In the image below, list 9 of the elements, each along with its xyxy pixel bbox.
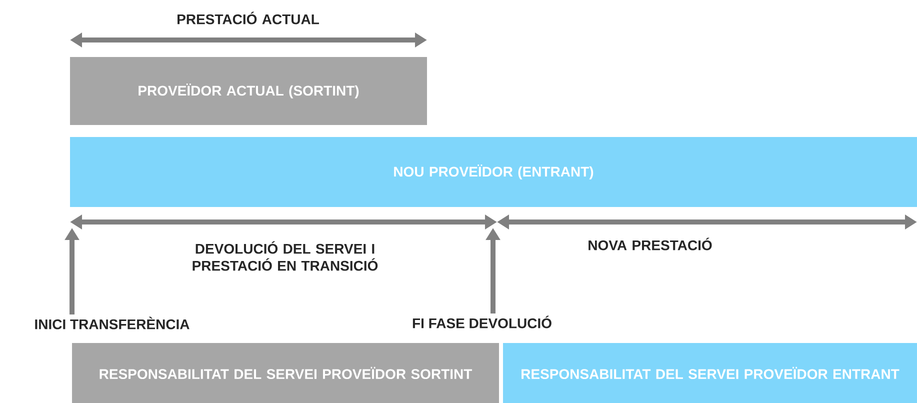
- box: RESPONSABILITAT DEL SERVEI PROVEÏDOR ENTRANT: [503, 343, 917, 403]
- span-label: PRESTACIÓ ACTUAL: [178, 12, 319, 24]
- box: RESPONSABILITAT DEL SERVEI PROVEÏDOR SORTINT: [72, 343, 499, 403]
- milestone-label: INICI TRANSFERÈNCIA: [35, 316, 190, 330]
- band: NOU PROVEÏDOR (ENTRANT): [70, 137, 917, 207]
- milestone-label: FI FASE DEVOLUCIÓ: [412, 316, 552, 328]
- box: PROVEÏDOR ACTUAL (SORTINT): [70, 57, 427, 125]
- span-label: DEVOLUCIÓ DEL SERVEI I PRESTACIÓ EN TRANSICIÓ: [192, 241, 378, 271]
- span-label: NOVA PRESTACIÓ: [588, 238, 712, 250]
